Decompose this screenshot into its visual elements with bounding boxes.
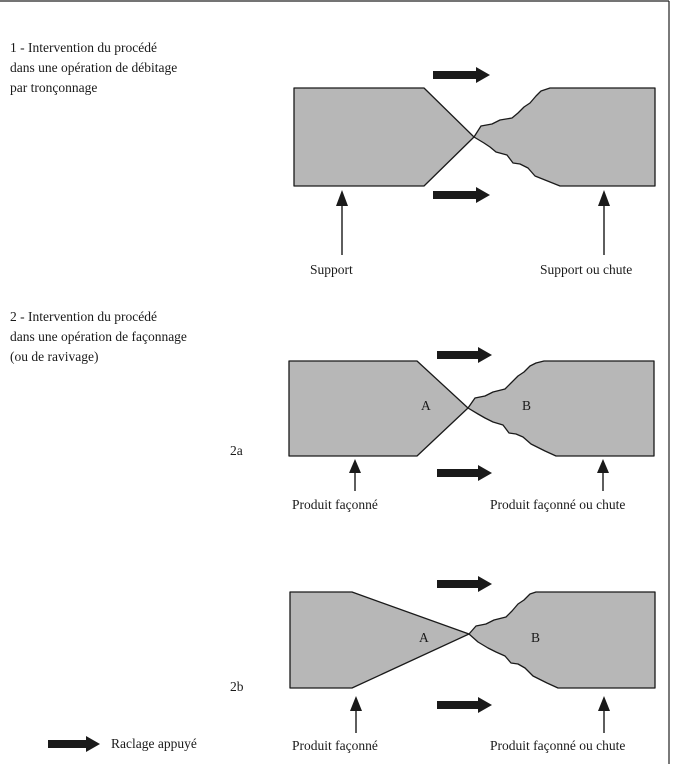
workpiece-left-1 bbox=[293, 87, 475, 187]
pointer-arrow-produit-2a bbox=[349, 459, 361, 491]
workpiece-right-2b bbox=[468, 591, 656, 689]
workpiece-right-2a bbox=[467, 360, 655, 457]
label-produit-faconne-2a: Produit façonné bbox=[292, 497, 378, 512]
pointer-arrow-chute-2a bbox=[597, 459, 609, 491]
pointer-arrow-produit-2b bbox=[350, 696, 362, 733]
zone-a-2a: A bbox=[421, 398, 431, 413]
label-support-ou-chute: Support ou chute bbox=[540, 262, 633, 277]
push-arrow-top-1 bbox=[433, 67, 490, 83]
label-produit-faconne-ou-chute-2b: Produit façonné ou chute bbox=[490, 738, 626, 753]
figure-2a-label: 2a bbox=[230, 443, 243, 458]
push-arrow-bottom-2a bbox=[437, 465, 492, 481]
thick-right-arrow-icon bbox=[48, 736, 100, 752]
section-1-title-line-1: 1 - Intervention du procédé bbox=[10, 40, 157, 55]
section-2-title-line-1: 2 - Intervention du procédé bbox=[10, 309, 157, 324]
figure-1 bbox=[293, 67, 656, 255]
legend-label: Raclage appuyé bbox=[111, 736, 197, 751]
section-1-title: 1 - Intervention du procédé dans une opé… bbox=[10, 38, 177, 98]
figure-2b-label: 2b bbox=[230, 679, 244, 694]
push-arrow-bottom-1 bbox=[433, 187, 490, 203]
figure-2a bbox=[288, 347, 655, 491]
label-produit-faconne-ou-chute-2a: Produit façonné ou chute bbox=[490, 497, 626, 512]
section-1-title-line-2: dans une opération de débitage bbox=[10, 60, 178, 75]
workpiece-right-1 bbox=[473, 87, 656, 187]
push-arrow-top-2a bbox=[437, 347, 492, 363]
push-arrow-bottom-2b bbox=[437, 697, 492, 713]
zone-a-2b: A bbox=[419, 630, 429, 645]
workpiece-left-2b bbox=[289, 591, 470, 689]
figure-2b bbox=[289, 576, 656, 733]
pointer-arrow-support bbox=[336, 190, 348, 255]
zone-b-2b: B bbox=[531, 630, 541, 645]
push-arrow-top-2b bbox=[437, 576, 492, 592]
workpiece-left-2a bbox=[288, 360, 469, 457]
label-produit-faconne-2b: Produit façonné bbox=[292, 738, 378, 753]
section-2-title-line-3: (ou de ravivage) bbox=[10, 349, 99, 364]
section-2-title: 2 - Intervention du procédé dans une opé… bbox=[10, 307, 187, 367]
label-support: Support bbox=[310, 262, 353, 277]
section-1-title-line-3: par tronçonnage bbox=[10, 80, 98, 95]
zone-b-2a: B bbox=[522, 398, 532, 413]
section-2-title-line-2: dans une opération de façonnage bbox=[10, 329, 187, 344]
pointer-arrow-chute-2b bbox=[598, 696, 610, 733]
pointer-arrow-support-ou-chute bbox=[598, 190, 610, 255]
